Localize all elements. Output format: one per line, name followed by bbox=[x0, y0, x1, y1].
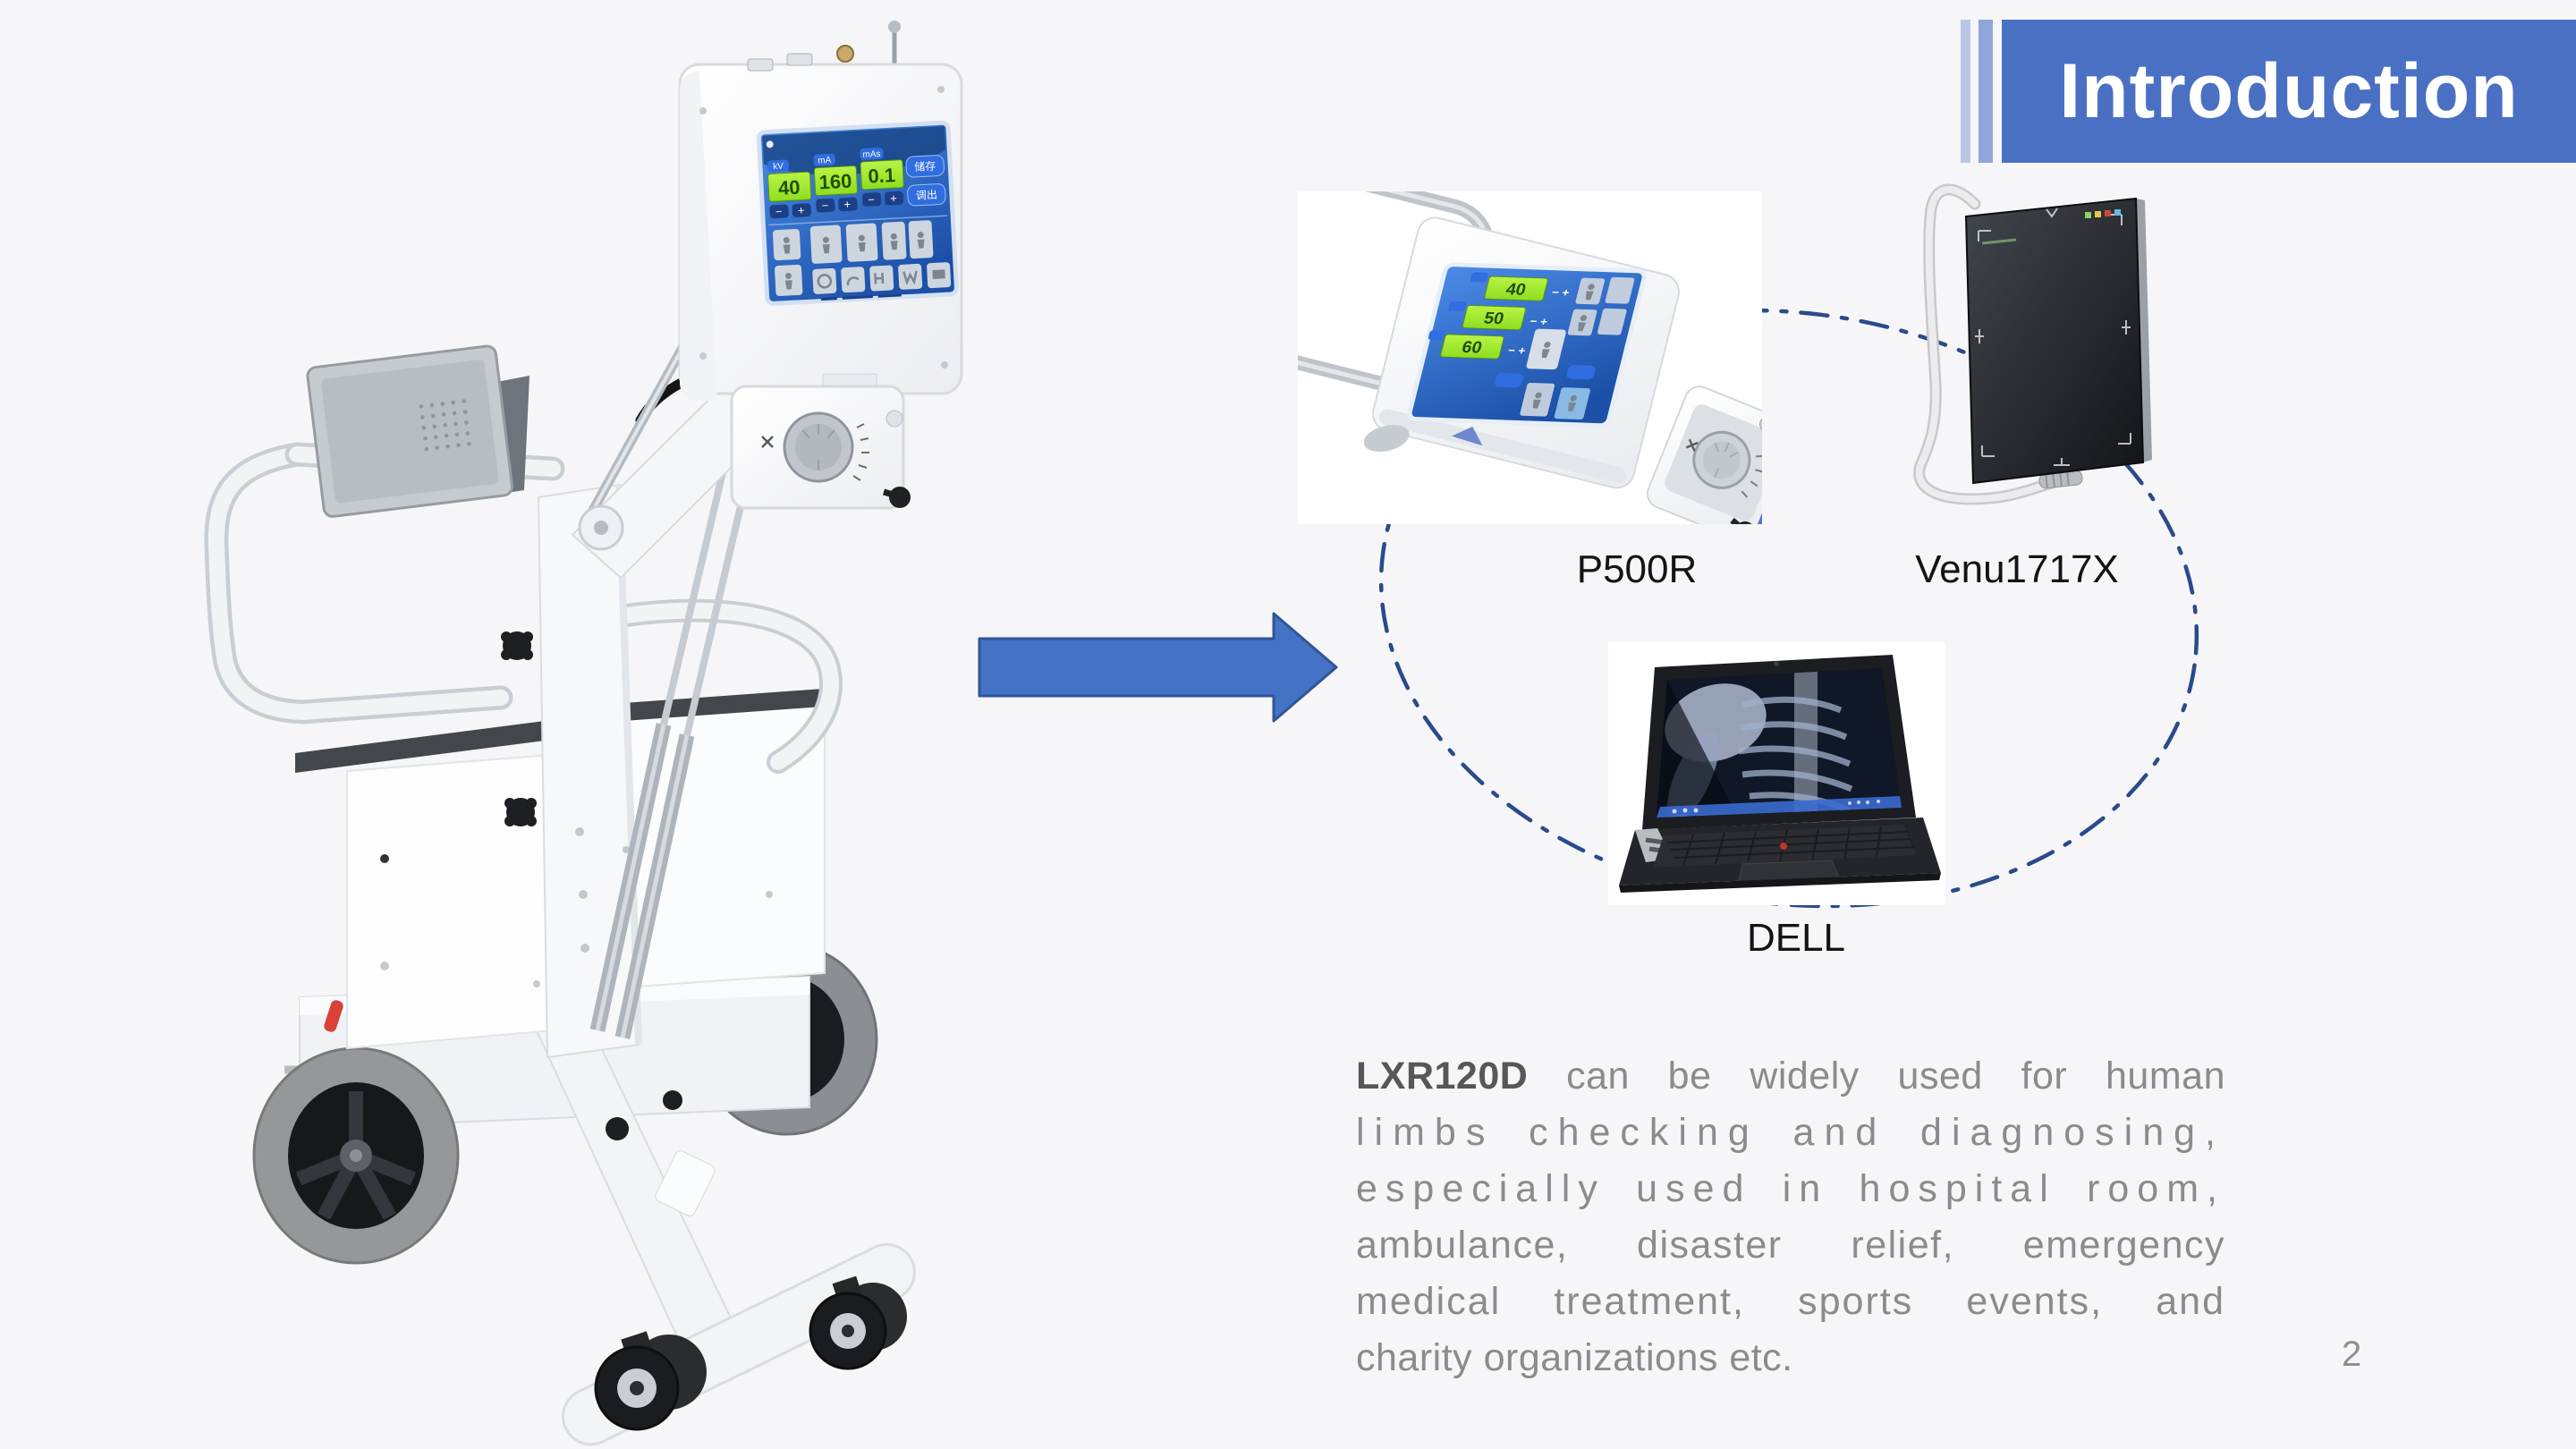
product-card-p500r: 40 50 60 − + − + − + bbox=[1218, 160, 1803, 545]
collimator-dial-ticks bbox=[852, 423, 869, 481]
svg-text:mAs: mAs bbox=[862, 149, 881, 160]
trackpoint bbox=[1780, 843, 1787, 850]
head-collimator bbox=[730, 373, 911, 510]
svg-text:+: + bbox=[797, 203, 804, 216]
title-banner: Introduction bbox=[2002, 20, 2576, 163]
p500r-icon-buttons bbox=[1495, 276, 1635, 420]
svg-text:0.1: 0.1 bbox=[868, 164, 896, 188]
model-name: LXR120D bbox=[1356, 1055, 1529, 1097]
flow-arrow-icon bbox=[978, 612, 1338, 723]
svg-text:40: 40 bbox=[777, 176, 801, 199]
cassette-bin-left bbox=[295, 717, 575, 1050]
svg-text:160: 160 bbox=[818, 170, 852, 194]
head-screen: 储存 调出 kV 40 − + mA 160 bbox=[756, 120, 959, 306]
page-title: Introduction bbox=[2059, 47, 2519, 134]
recall-button: 调出 bbox=[907, 183, 946, 207]
column-knob-lower bbox=[504, 798, 537, 826]
patient-size-buttons bbox=[809, 220, 934, 264]
serial-text bbox=[820, 293, 902, 301]
svg-text:储存: 储存 bbox=[914, 159, 936, 174]
description-paragraph: LXR120D can be widely used for human lim… bbox=[1356, 1048, 2225, 1386]
svg-text:−: − bbox=[868, 192, 875, 206]
svg-text:60: 60 bbox=[1460, 339, 1484, 358]
product-label-dell: DELL bbox=[1746, 916, 1846, 960]
description-line: ambulance, disaster relief, emergency bbox=[1356, 1224, 2225, 1267]
description-line: especially used in hospital room, bbox=[1356, 1167, 2225, 1210]
product-label-venu1717x: Venu1717X bbox=[1915, 547, 2119, 591]
svg-text:−: − bbox=[821, 199, 828, 212]
product-image-venu1717x bbox=[1896, 161, 2174, 523]
xray-machine-illustration: 储存 调出 kV 40 − + mA 160 bbox=[204, 21, 962, 1431]
title-stripe-light-icon bbox=[1961, 20, 1970, 163]
product-label-p500r: P500R bbox=[1576, 547, 1698, 591]
lower-handle-highlight bbox=[618, 602, 839, 770]
front-caster-right bbox=[809, 1275, 907, 1370]
svg-text:−: − bbox=[775, 205, 782, 218]
description-line: medical treatment, sports events, and bbox=[1356, 1280, 2225, 1323]
status-icons bbox=[2085, 209, 2121, 218]
title-stripe-dark-icon bbox=[1979, 20, 1993, 163]
description-line: LXR120D can be widely used for human bbox=[1356, 1048, 2225, 1105]
panel-logo bbox=[1981, 238, 2017, 245]
patient-icon-buttons-left bbox=[772, 228, 803, 297]
svg-text:− +: − + bbox=[1506, 343, 1527, 357]
description-line: charity organizations etc. bbox=[1356, 1336, 1793, 1379]
kv-display: kV 40 − + bbox=[767, 159, 812, 219]
front-leg bbox=[533, 1014, 737, 1348]
front-caster-left bbox=[594, 1331, 707, 1431]
fiducial-marks bbox=[1975, 208, 2131, 466]
dell-laptop-image bbox=[1619, 655, 1941, 893]
page-number: 2 bbox=[2342, 1335, 2362, 1374]
svg-text:调出: 调出 bbox=[916, 189, 938, 202]
svg-text:50: 50 bbox=[1482, 309, 1506, 328]
product-card-dell bbox=[1608, 642, 1945, 905]
detector-cable bbox=[1913, 183, 2083, 505]
svg-text:+: + bbox=[890, 191, 897, 205]
brake-lever bbox=[324, 1000, 343, 1032]
p500r-screen: 40 50 60 − + − + − + bbox=[1407, 262, 1647, 428]
svg-text:40: 40 bbox=[1504, 281, 1528, 300]
body-part-buttons bbox=[812, 262, 952, 294]
p500r-generator-image: 40 50 60 − + − + − + bbox=[1218, 160, 1803, 545]
ma-display: mA 160 − + bbox=[813, 153, 859, 213]
light-field-icon bbox=[761, 436, 774, 448]
taskbar bbox=[1657, 796, 1902, 818]
description-line-text: can be widely used for human bbox=[1528, 1055, 2225, 1097]
column-knob-upper bbox=[501, 631, 533, 660]
svg-text:+: + bbox=[843, 198, 851, 211]
p500r-collimator bbox=[1646, 386, 1803, 545]
xray-image bbox=[1657, 668, 1902, 818]
svg-text:− +: − + bbox=[1529, 315, 1549, 328]
description-line: limbs checking and diagnosing, bbox=[1356, 1111, 2225, 1154]
svg-text:kV: kV bbox=[773, 162, 784, 173]
mas-display: mAs 0.1 − + bbox=[860, 147, 904, 207]
save-button: 储存 bbox=[905, 155, 945, 178]
svg-text:mA: mA bbox=[818, 156, 832, 166]
tablet-display bbox=[306, 344, 514, 518]
rear-left-wheel bbox=[252, 1046, 460, 1265]
flat-panel-detector bbox=[1964, 197, 2152, 485]
svg-text:− +: − + bbox=[1551, 285, 1572, 299]
